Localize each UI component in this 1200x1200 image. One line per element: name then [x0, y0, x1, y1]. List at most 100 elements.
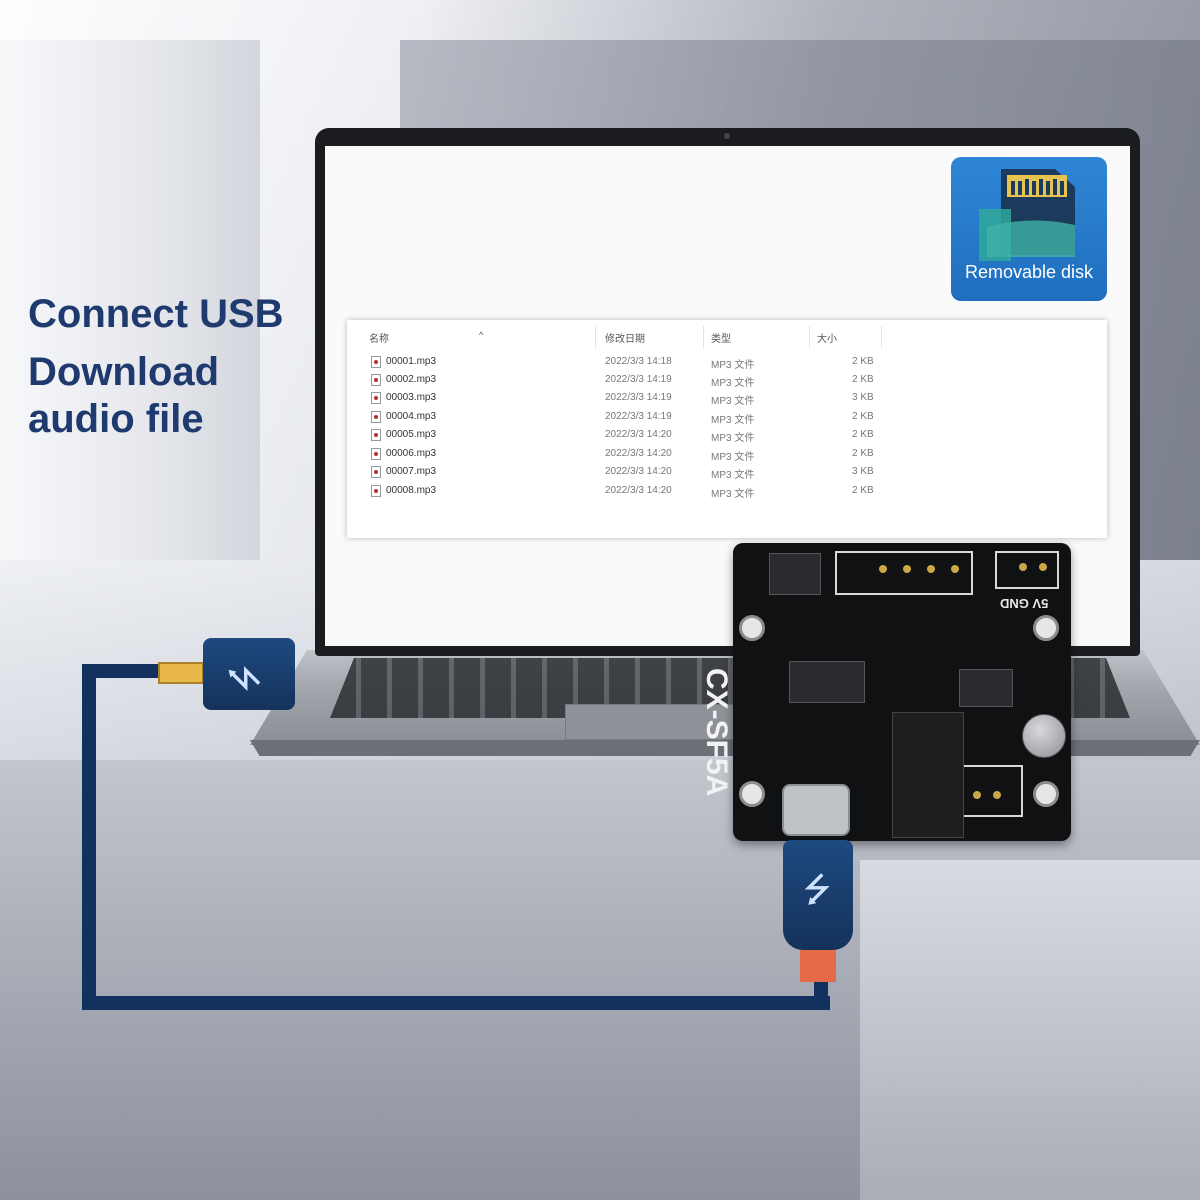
power-pin-label: 5V GND [1000, 596, 1049, 611]
file-date: 2022/3/3 14:19 [605, 374, 672, 385]
file-date: 2022/3/3 14:19 [605, 411, 672, 422]
file-date: 2022/3/3 14:19 [605, 392, 672, 403]
webcam-icon [724, 133, 730, 139]
ic-chip [769, 553, 821, 595]
usb-a-connector-tip [158, 662, 204, 684]
mp3-file-icon [371, 466, 381, 478]
file-type: MP3 文件 [711, 415, 755, 426]
file-size: 2 KB [852, 374, 874, 385]
board-model-label: CX-SF5A [700, 668, 733, 797]
file-size: 2 KB [852, 485, 874, 496]
usb-icon: ⭍ [803, 871, 832, 909]
mounting-hole [739, 781, 765, 807]
file-explorer-list: 名称 ^ 修改日期 类型 大小 00001.mp3 2022/3/3 14:18… [347, 320, 1107, 538]
file-row[interactable]: 00001.mp3 2022/3/3 14:18 MP3 文件 2 KB [347, 353, 1107, 371]
usb-a-plug: ⭍ [203, 638, 295, 710]
output-header [959, 765, 1023, 817]
file-date: 2022/3/3 14:20 [605, 448, 672, 459]
file-row[interactable]: 00008.mp3 2022/3/3 14:20 MP3 文件 2 KB [347, 482, 1107, 500]
file-size: 2 KB [852, 448, 874, 459]
file-size: 3 KB [852, 392, 874, 403]
mounting-hole [1033, 781, 1059, 807]
file-date: 2022/3/3 14:20 [605, 485, 672, 496]
file-row[interactable]: 00004.mp3 2022/3/3 14:19 MP3 文件 2 KB [347, 408, 1107, 426]
removable-disk-label: Removable disk [964, 262, 1094, 282]
solder-pad [1019, 563, 1027, 571]
usb-cable [82, 664, 162, 678]
column-divider [809, 326, 810, 348]
file-type: MP3 文件 [711, 452, 755, 463]
file-size: 2 KB [852, 429, 874, 440]
capacitor [1022, 714, 1066, 758]
mounting-hole [739, 615, 765, 641]
sort-arrow-icon: ^ [479, 330, 484, 340]
headline-line-3: audio file [28, 397, 204, 441]
headline-line-2: Download [28, 350, 220, 394]
audio-jack [892, 712, 964, 838]
laptop-touchpad [565, 704, 757, 740]
solder-pad [993, 791, 1001, 799]
speaker-header [835, 551, 973, 595]
usb-c-port [782, 784, 850, 836]
usb-cable [82, 664, 96, 1010]
file-date: 2022/3/3 14:20 [605, 466, 672, 477]
file-type: MP3 文件 [711, 470, 755, 481]
file-type: MP3 文件 [711, 489, 755, 500]
column-divider [703, 326, 704, 348]
ic-chip [959, 669, 1013, 707]
file-row[interactable]: 00005.mp3 2022/3/3 14:20 MP3 文件 2 KB [347, 426, 1107, 444]
file-name: 00008.mp3 [386, 485, 437, 496]
mp3-file-icon [371, 485, 381, 497]
file-type: MP3 文件 [711, 433, 755, 444]
usb-c-plug: ⭍ [783, 840, 853, 950]
file-name: 00005.mp3 [386, 429, 437, 440]
file-size: 3 KB [852, 466, 874, 477]
file-type: MP3 文件 [711, 378, 755, 389]
file-date: 2022/3/3 14:18 [605, 356, 672, 367]
column-divider [881, 326, 882, 348]
file-name: 00004.mp3 [386, 411, 437, 422]
solder-pad [903, 565, 911, 573]
file-name: 00001.mp3 [386, 356, 437, 367]
solder-pad [973, 791, 981, 799]
background-pillar [0, 40, 260, 560]
file-name: 00006.mp3 [386, 448, 437, 459]
solder-pad [879, 565, 887, 573]
mp3-file-icon [371, 429, 381, 441]
solder-pad [951, 565, 959, 573]
file-name: 00003.mp3 [386, 392, 437, 403]
solder-pad [927, 565, 935, 573]
column-divider [595, 326, 596, 348]
marble-step [860, 860, 1200, 1200]
file-row[interactable]: 00002.mp3 2022/3/3 14:19 MP3 文件 2 KB [347, 371, 1107, 389]
usb-icon: ⭍ [224, 664, 263, 693]
mp3-file-icon [371, 374, 381, 386]
power-header [995, 551, 1059, 589]
file-size: 2 KB [852, 356, 874, 367]
ic-chip [789, 661, 865, 703]
column-header-name[interactable]: 名称 [369, 334, 389, 345]
file-name: 00007.mp3 [386, 466, 437, 477]
file-row[interactable]: 00006.mp3 2022/3/3 14:20 MP3 文件 2 KB [347, 445, 1107, 463]
file-size: 2 KB [852, 411, 874, 422]
sd-card-icon [979, 169, 1075, 261]
column-header-size[interactable]: 大小 [817, 334, 837, 345]
file-date: 2022/3/3 14:20 [605, 429, 672, 440]
column-header-type[interactable]: 类型 [711, 334, 731, 345]
mounting-hole [1033, 615, 1059, 641]
mp3-file-icon [371, 448, 381, 460]
file-row[interactable]: 00003.mp3 2022/3/3 14:19 MP3 文件 3 KB [347, 389, 1107, 407]
mp3-file-icon [371, 356, 381, 368]
usb-cable [814, 978, 828, 1010]
file-row[interactable]: 00007.mp3 2022/3/3 14:20 MP3 文件 3 KB [347, 463, 1107, 481]
removable-disk-tile[interactable] [951, 157, 1107, 301]
headline-line-1: Connect USB [28, 292, 284, 336]
column-header-date[interactable]: 修改日期 [605, 334, 645, 345]
mp3-file-icon [371, 411, 381, 423]
usb-cable [82, 996, 830, 1010]
file-type: MP3 文件 [711, 360, 755, 371]
file-name: 00002.mp3 [386, 374, 437, 385]
usb-c-plug-collar [800, 948, 836, 982]
file-type: MP3 文件 [711, 396, 755, 407]
mp3-file-icon [371, 392, 381, 404]
